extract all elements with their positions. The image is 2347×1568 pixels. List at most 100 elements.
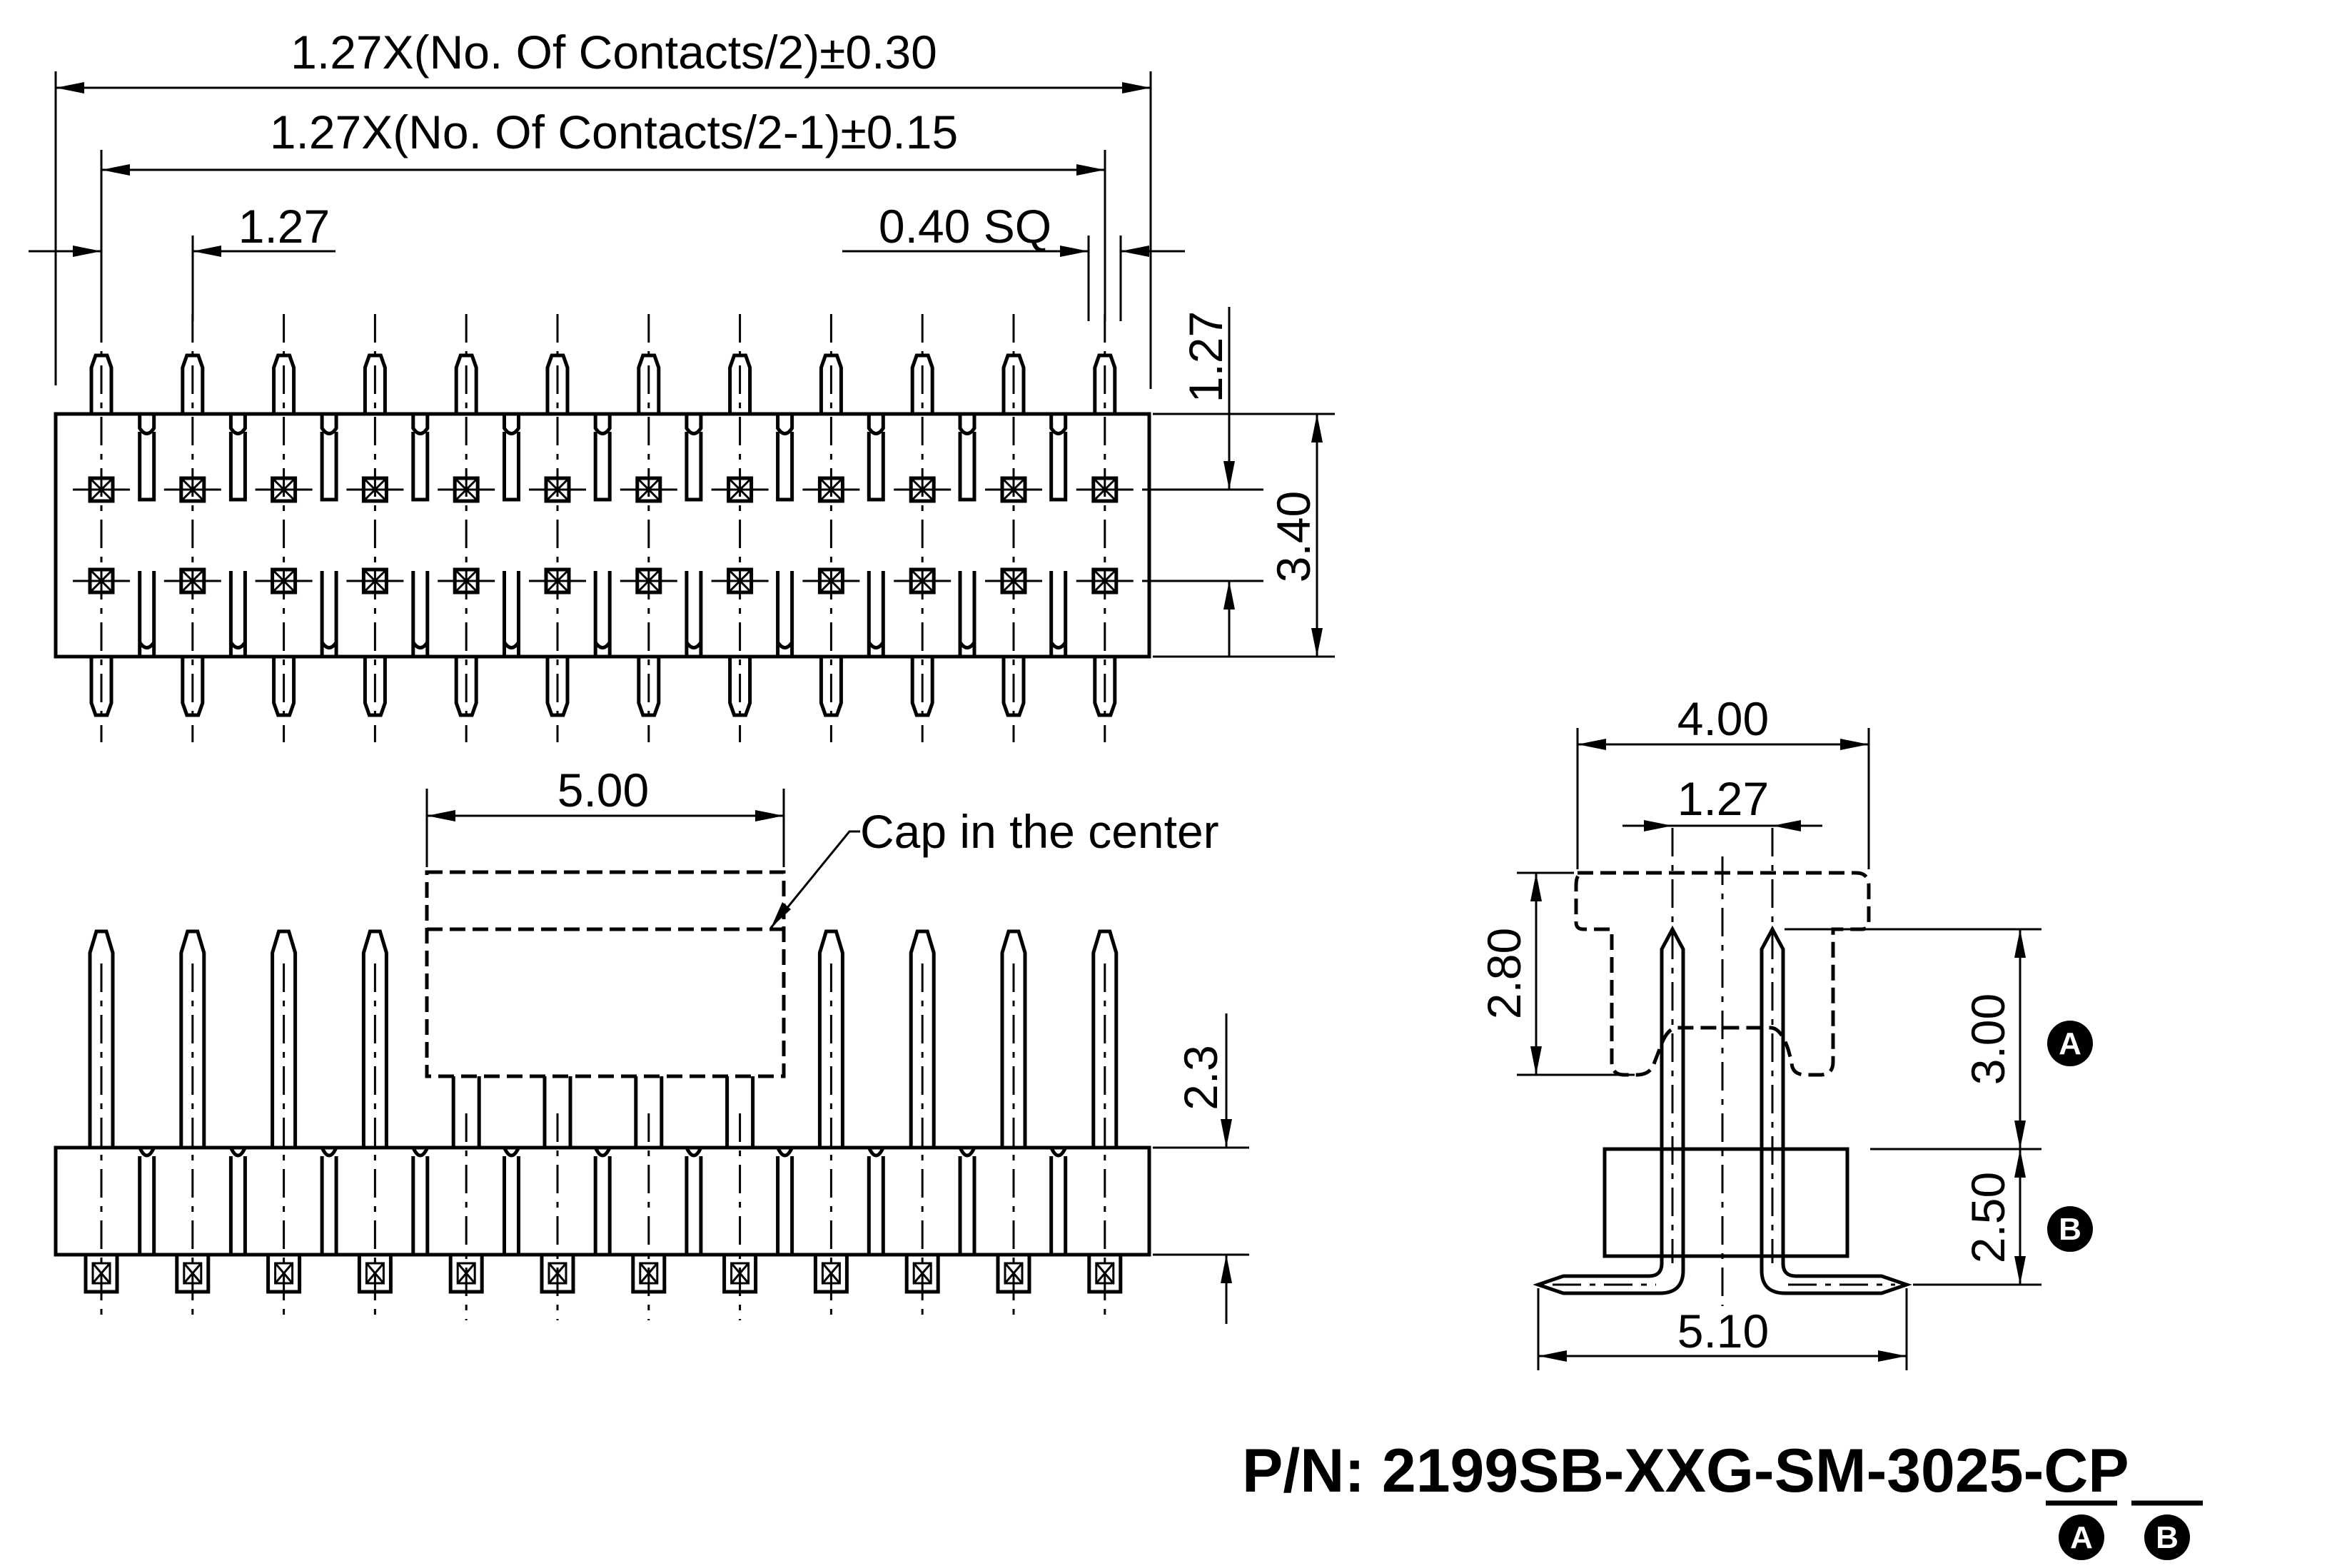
front-pin-pad <box>84 1253 119 1294</box>
top-cell-divider <box>685 414 703 657</box>
top-cell-divider <box>138 414 156 657</box>
front-cell-divider <box>593 1146 612 1255</box>
front-pin-pad <box>1087 1253 1123 1294</box>
front-cell-divider <box>138 1146 156 1255</box>
top-offset-label: 1.27 <box>1179 311 1232 403</box>
foot-width-label: 5.10 <box>1677 1305 1769 1357</box>
top-cell-divider <box>1049 414 1068 657</box>
top-pin-square <box>544 567 571 595</box>
top-pins <box>73 314 1134 742</box>
front-pin <box>271 929 298 1148</box>
front-view <box>54 870 1151 1320</box>
overall-width-label: 1.27X(No. Of Contacts/2)±0.30 <box>291 26 937 79</box>
front-pin-pad <box>175 1253 211 1294</box>
top-cell-divider <box>776 414 794 657</box>
cap-height-label: 2.80 <box>1478 928 1530 1019</box>
side-dimensions: 4.00 1.27 2.80 3.00 2.50 A B <box>1478 692 2093 1370</box>
dim-b-label: 2.50 <box>1962 1172 2014 1263</box>
top-cell-divider <box>228 414 247 657</box>
front-body-outline <box>54 1145 1151 1257</box>
top-cell-divider <box>958 414 976 657</box>
top-pin-square <box>817 567 844 595</box>
cap-outline <box>425 870 786 1078</box>
top-pin-square <box>179 476 206 503</box>
part-number: P/N: 2199SB-XXG-SM-3025-CP A B <box>1242 1437 2203 1560</box>
top-pin-square <box>817 476 844 503</box>
front-cell-divider <box>503 1146 520 1255</box>
front-pin <box>909 929 936 1148</box>
top-pin-square <box>88 567 115 595</box>
top-dimensions: 1.27X(No. Of Contacts/2)±0.30 1.27X(No. … <box>29 26 1335 658</box>
cap-width-label: 5.00 <box>557 764 649 816</box>
marker-a-icon: A <box>2047 1021 2093 1066</box>
top-pin-square <box>909 567 936 595</box>
top-pin-square <box>544 476 571 503</box>
front-pin <box>1000 929 1027 1148</box>
front-pin-pad <box>813 1253 849 1294</box>
front-cell-divider <box>1049 1146 1068 1255</box>
svg-text:A: A <box>2059 1026 2081 1061</box>
front-pin-pad <box>996 1253 1031 1294</box>
top-pin-square <box>1000 476 1027 503</box>
marker-b-icon: B <box>2047 1206 2093 1252</box>
front-cell-divider <box>776 1146 794 1255</box>
front-cell-divider <box>228 1146 247 1255</box>
side-pin-right <box>1760 925 1785 1263</box>
front-cell-divider <box>320 1146 338 1255</box>
part-number-code-a: 30 <box>1887 1437 1955 1505</box>
top-pin-square <box>727 567 754 595</box>
side-pitch-label: 1.27 <box>1677 772 1769 825</box>
front-cell-divider <box>411 1146 430 1255</box>
side-width-label: 4.00 <box>1677 692 1769 745</box>
front-pin <box>817 929 844 1148</box>
top-pin-square <box>361 476 388 503</box>
front-pin-under-cap <box>451 1076 481 1148</box>
front-cell-divider <box>958 1146 976 1255</box>
top-pin-square <box>1000 567 1027 595</box>
side-body <box>1602 1147 1849 1258</box>
part-number-prefix: P/N: 2199SB-XXG-SM- <box>1242 1437 1887 1505</box>
pitch-label: 1.27 <box>238 200 330 253</box>
cap-label: Cap in the center <box>860 805 1219 858</box>
part-marker-b-icon: B <box>2144 1514 2190 1560</box>
top-pin-square <box>635 567 662 595</box>
svg-text:B: B <box>2156 1520 2179 1555</box>
front-pin <box>361 929 388 1148</box>
top-cell-divider <box>867 414 885 657</box>
front-pin-pad <box>448 1253 484 1294</box>
side-foot-right <box>1760 1256 1912 1295</box>
side-foot-left <box>1533 1256 1685 1295</box>
top-cell-divider <box>593 414 612 657</box>
side-pin-left <box>1660 925 1685 1263</box>
top-body-outline <box>54 412 1151 659</box>
front-pin-pad <box>631 1253 667 1294</box>
top-cell-divider <box>320 414 338 657</box>
top-cells <box>138 414 1068 657</box>
front-cell-divider <box>685 1146 703 1255</box>
front-pin-pad <box>722 1253 758 1294</box>
top-pin-square <box>635 476 662 503</box>
top-pin-square <box>909 476 936 503</box>
pitch-span-label: 1.27X(No. Of Contacts/2-1)±0.15 <box>270 106 958 158</box>
svg-text:B: B <box>2059 1212 2081 1247</box>
side-view <box>1533 828 1912 1306</box>
front-pin-under-cap <box>725 1076 755 1148</box>
front-pin-under-cap <box>542 1076 572 1148</box>
front-pin-pad <box>266 1253 302 1294</box>
part-number-suffix: -CP <box>2024 1437 2129 1505</box>
top-cell-divider <box>411 414 430 657</box>
dim-a-label: 3.00 <box>1962 993 2014 1085</box>
svg-text:P/N: 2199SB-XXG-SM-3025-CP: P/N: 2199SB-XXG-SM-3025-CP <box>1242 1437 2129 1505</box>
front-cell-divider <box>867 1146 885 1255</box>
body-depth-label: 3.40 <box>1267 491 1320 582</box>
top-pin-square <box>727 476 754 503</box>
front-pin-pad <box>540 1253 575 1294</box>
part-number-code-b: 25 <box>1955 1437 2024 1505</box>
front-pin <box>179 929 206 1148</box>
top-pin-square <box>88 476 115 503</box>
pin-square-label: 0.40 SQ <box>879 200 1051 253</box>
top-pin-square <box>453 476 480 503</box>
front-pins <box>84 929 1123 1320</box>
front-pin-under-cap <box>634 1076 664 1148</box>
